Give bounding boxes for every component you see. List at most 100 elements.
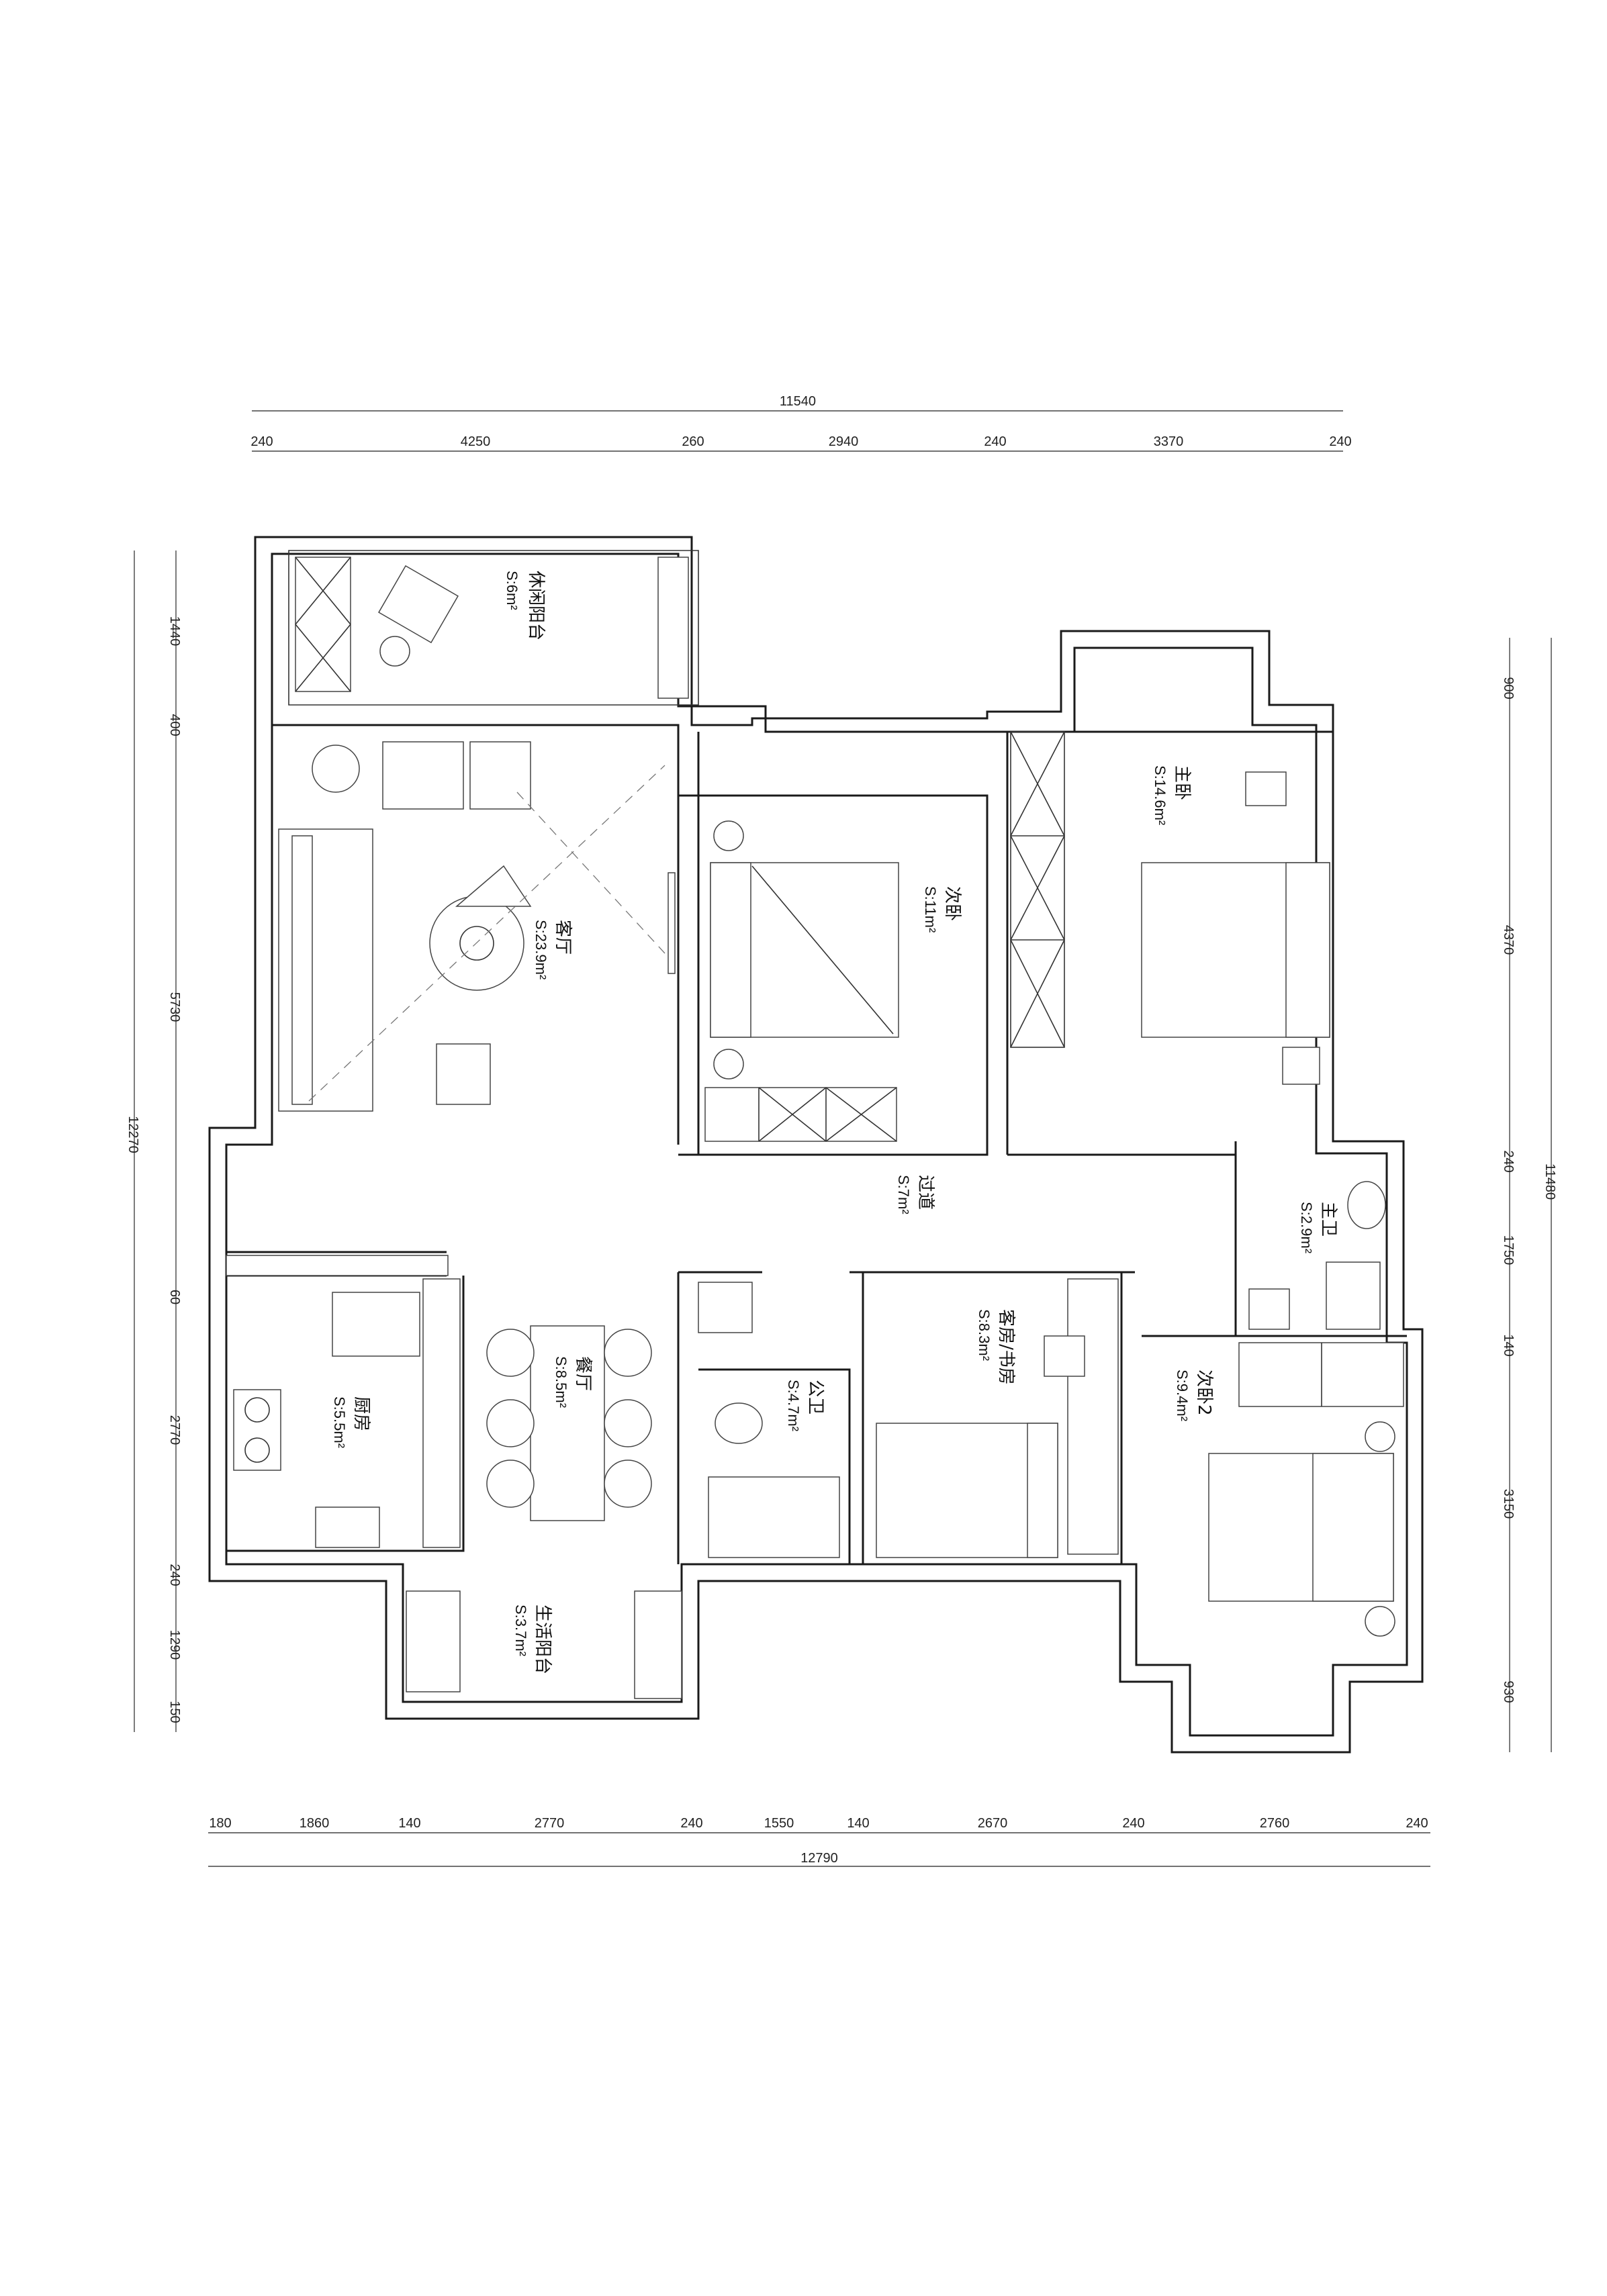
dim-left-seg: 5730 xyxy=(167,992,182,1022)
dining-chair xyxy=(486,1329,535,1377)
dim-bottom-seg: 240 xyxy=(1406,1816,1428,1831)
dimension-right: 11480 900 4370 240 1750 140 3150 930 xyxy=(1501,638,1557,1752)
second-bedroom-area: S:11m² xyxy=(922,886,939,932)
dim-bottom-seg: 180 xyxy=(209,1816,231,1831)
shower xyxy=(1326,1261,1381,1330)
nightstand xyxy=(1365,1421,1395,1452)
dining-chair xyxy=(486,1399,535,1447)
accent-chair xyxy=(455,865,532,907)
dim-bottom-seg: 1550 xyxy=(764,1816,794,1831)
tv-panel xyxy=(668,872,676,974)
guest-study-name: 客房/书房 xyxy=(996,1309,1016,1385)
dimension-bottom: 12790 180 1860 140 2770 240 1550 140 267… xyxy=(208,1816,1430,1867)
master-bedroom-area: S:14.6m² xyxy=(1152,765,1168,825)
dim-right-seg: 900 xyxy=(1501,677,1516,699)
dim-left-seg: 1440 xyxy=(167,616,182,647)
dim-top-seg: 240 xyxy=(984,434,1006,449)
dim-left-total: 12270 xyxy=(126,1116,140,1153)
dim-bottom-seg: 140 xyxy=(847,1816,869,1831)
dining-chair xyxy=(604,1399,652,1447)
dim-top-seg: 4250 xyxy=(461,434,491,449)
nightstand xyxy=(1282,1047,1320,1085)
public-bath-area: S:4.7m² xyxy=(785,1380,802,1431)
dim-right-seg: 140 xyxy=(1501,1334,1516,1356)
armchair xyxy=(382,741,464,810)
floor-lamp xyxy=(312,745,360,793)
dim-right-seg: 1750 xyxy=(1501,1235,1516,1265)
counter xyxy=(422,1278,461,1548)
vanity xyxy=(698,1282,753,1333)
desk-chair xyxy=(1245,771,1287,806)
guest-study-area: S:8.3m² xyxy=(976,1309,993,1361)
master-bedroom-name: 主卧 xyxy=(1172,765,1192,800)
armchair xyxy=(469,741,531,810)
dim-right-total: 11480 xyxy=(1543,1163,1557,1200)
dim-bottom-seg: 240 xyxy=(680,1816,702,1831)
nightstand xyxy=(713,1049,744,1080)
dim-bottom-seg: 140 xyxy=(398,1816,420,1831)
kitchen-area: S:5.5m² xyxy=(331,1396,348,1448)
dim-right-seg: 4370 xyxy=(1501,925,1516,955)
dim-top-seg: 240 xyxy=(250,434,273,449)
dining-table xyxy=(530,1325,605,1521)
washer xyxy=(406,1590,461,1692)
dim-top-seg: 260 xyxy=(682,434,704,449)
dim-bottom-seg: 2670 xyxy=(978,1816,1008,1831)
kitchen-name: 厨房 xyxy=(351,1396,371,1431)
corridor-area: S:7m² xyxy=(895,1175,912,1214)
nightstand xyxy=(1365,1606,1395,1637)
second-bedroom-2-area: S:9.4m² xyxy=(1174,1370,1191,1421)
dining-room-name: 餐厅 xyxy=(573,1356,593,1391)
leisure-balcony-area: S:6m² xyxy=(504,571,520,610)
dim-top-total: 11540 xyxy=(780,394,816,409)
dim-left-seg: 2770 xyxy=(167,1415,182,1445)
furniture xyxy=(226,557,1404,1699)
shower-tray xyxy=(708,1476,840,1558)
wardrobe xyxy=(704,1087,897,1142)
sink xyxy=(315,1506,380,1548)
dim-right-seg: 930 xyxy=(1501,1680,1516,1703)
dim-bottom-seg: 240 xyxy=(1122,1816,1144,1831)
lounge-chair xyxy=(378,565,459,644)
dim-bottom-seg: 2760 xyxy=(1260,1816,1290,1831)
dim-bottom-seg: 2770 xyxy=(535,1816,565,1831)
nightstand xyxy=(713,820,744,851)
balcony-cabinet xyxy=(295,557,351,692)
dim-right-seg: 3150 xyxy=(1501,1489,1516,1519)
laundry-sink xyxy=(634,1590,682,1699)
public-bath-name: 公卫 xyxy=(805,1380,825,1415)
dimension-left: 12270 1440 400 5730 60 2770 240 1290 150 xyxy=(126,551,182,1732)
stove xyxy=(233,1389,281,1471)
upper-cabinet xyxy=(226,1255,449,1276)
utility-balcony-name: 生活阳台 xyxy=(533,1605,553,1674)
study-chair xyxy=(1044,1335,1085,1377)
fridge xyxy=(332,1292,420,1357)
dimension-top: 11540 240 4250 260 2940 240 3370 240 xyxy=(250,394,1352,452)
dim-bottom-seg: 1860 xyxy=(300,1816,330,1831)
dining-chair xyxy=(604,1460,652,1508)
dim-left-seg: 150 xyxy=(167,1701,182,1723)
dining-room-area: S:8.5m² xyxy=(553,1356,569,1408)
side-table xyxy=(379,636,410,667)
walls xyxy=(208,536,1424,1754)
ottoman xyxy=(436,1043,491,1105)
toilet xyxy=(1347,1181,1386,1229)
dim-left-seg: 240 xyxy=(167,1564,182,1586)
second-bedroom-2-name: 次卧2 xyxy=(1194,1370,1214,1416)
dining-chair xyxy=(486,1460,535,1508)
master-bath-name: 主卫 xyxy=(1318,1202,1338,1237)
dim-right-seg: 240 xyxy=(1501,1150,1516,1172)
dim-left-seg: 400 xyxy=(167,714,182,736)
utility-balcony-area: S:3.7m² xyxy=(512,1605,529,1656)
living-room-area: S:23.9m² xyxy=(533,920,549,979)
dim-top-seg: 240 xyxy=(1329,434,1351,449)
living-room-name: 客厅 xyxy=(553,920,573,955)
room-labels: 休闲阳台 S:6m² 客厅 S:23.9m² 次卧 S:11m² 主卧 S:14… xyxy=(331,571,1338,1674)
balcony-daybed xyxy=(657,557,689,699)
leisure-balcony-name: 休闲阳台 xyxy=(526,571,546,640)
dim-left-seg: 1290 xyxy=(167,1630,182,1660)
basin xyxy=(1248,1288,1290,1330)
dim-bottom-total: 12790 xyxy=(800,1851,838,1866)
dim-left-seg: 60 xyxy=(167,1290,182,1304)
